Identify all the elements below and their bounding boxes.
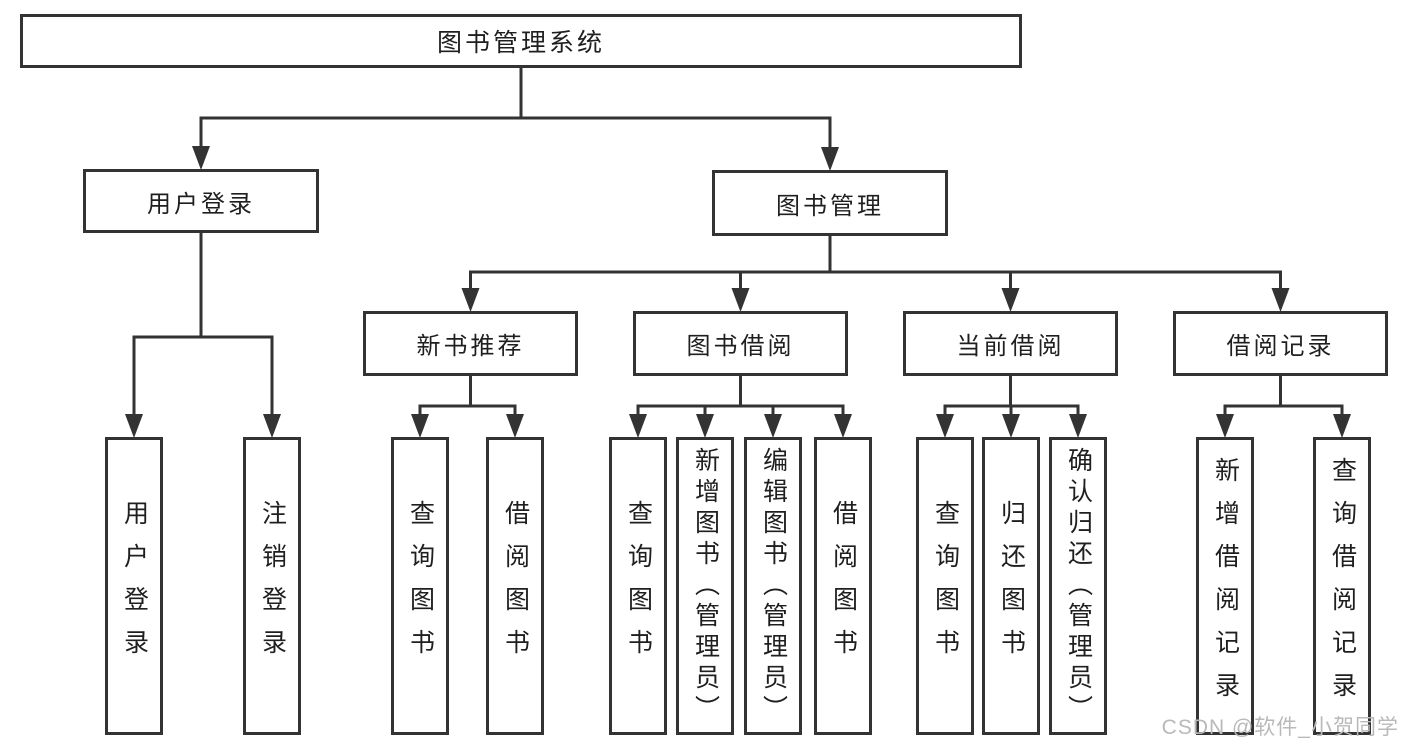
node-label-leaf-nb-query: 查询图书 [406, 500, 435, 672]
node-book-borrow: 图书借阅 [633, 311, 848, 376]
node-leaf-nb-borrow: 借阅图书 [486, 437, 544, 735]
watermark: CSDN @软件_小贺同学 [1161, 716, 1399, 739]
arrowhead-icon [731, 288, 750, 312]
node-label-leaf-user-login: 用户登录 [120, 500, 149, 672]
node-label-book-borrow: 图书借阅 [686, 333, 795, 360]
arrowhead-icon [936, 414, 954, 438]
node-current-borrow: 当前借阅 [903, 311, 1118, 376]
node-leaf-cb-query: 查询图书 [916, 437, 974, 735]
arrowhead-icon [125, 414, 143, 438]
node-label-leaf-br-query: 查询借阅记录 [1328, 457, 1357, 715]
node-leaf-user-login: 用户登录 [105, 437, 163, 735]
node-leaf-nb-query: 查询图书 [391, 437, 449, 735]
node-leaf-bb-edit: 编辑图书（管理员） [744, 437, 802, 735]
node-label-book-mgmt: 图书管理 [776, 192, 884, 220]
node-label-user-login: 用户登录 [147, 190, 255, 218]
node-new-book-rec: 新书推荐 [363, 311, 578, 376]
arrowhead-icon [411, 414, 429, 438]
node-label-leaf-logout: 注销登录 [258, 500, 287, 672]
node-label-leaf-cb-query: 查询图书 [931, 500, 960, 672]
node-label-leaf-bb-query: 查询图书 [624, 500, 653, 672]
node-label-root: 图书管理系统 [436, 29, 605, 57]
node-user-login: 用户登录 [83, 169, 319, 233]
node-label-leaf-br-add: 新增借阅记录 [1211, 457, 1240, 715]
node-label-leaf-bb-borrow: 借阅图书 [829, 500, 858, 672]
arrowhead-icon [834, 414, 852, 438]
node-leaf-br-query: 查询借阅记录 [1313, 437, 1371, 735]
arrowhead-icon [1001, 288, 1020, 312]
node-borrow-records: 借阅记录 [1173, 311, 1388, 376]
node-label-leaf-cb-confirm: 确认归还（管理员） [1064, 446, 1093, 726]
arrowhead-icon [1333, 414, 1351, 438]
arrowhead-icon [1271, 288, 1290, 312]
node-leaf-cb-confirm: 确认归还（管理员） [1049, 437, 1107, 735]
node-label-leaf-bb-edit: 编辑图书（管理员） [759, 446, 788, 726]
node-label-leaf-cb-return: 归还图书 [997, 500, 1026, 672]
arrowhead-icon [696, 414, 714, 438]
node-root: 图书管理系统 [20, 14, 1022, 68]
node-leaf-cb-return: 归还图书 [982, 437, 1040, 735]
node-label-leaf-bb-add: 新增图书（管理员） [691, 446, 720, 726]
arrowhead-icon [263, 414, 281, 438]
node-leaf-bb-borrow: 借阅图书 [814, 437, 872, 735]
arrowhead-icon [629, 414, 647, 438]
arrowhead-icon [506, 414, 524, 438]
node-leaf-bb-add: 新增图书（管理员） [676, 437, 734, 735]
arrowhead-icon [461, 288, 480, 312]
node-label-leaf-nb-borrow: 借阅图书 [501, 500, 530, 672]
arrowhead-icon [764, 414, 782, 438]
arrowhead-icon [192, 146, 210, 170]
node-label-current-borrow: 当前借阅 [956, 333, 1065, 360]
arrowhead-icon [1069, 414, 1087, 438]
node-leaf-bb-query: 查询图书 [609, 437, 667, 735]
node-book-mgmt: 图书管理 [712, 170, 948, 236]
arrowhead-icon [821, 147, 839, 171]
node-label-borrow-records: 借阅记录 [1226, 333, 1335, 360]
arrowhead-icon [1216, 414, 1234, 438]
node-label-new-book-rec: 新书推荐 [416, 333, 525, 360]
arrowhead-icon [1002, 414, 1020, 438]
node-leaf-logout: 注销登录 [243, 437, 301, 735]
node-leaf-br-add: 新增借阅记录 [1196, 437, 1254, 735]
